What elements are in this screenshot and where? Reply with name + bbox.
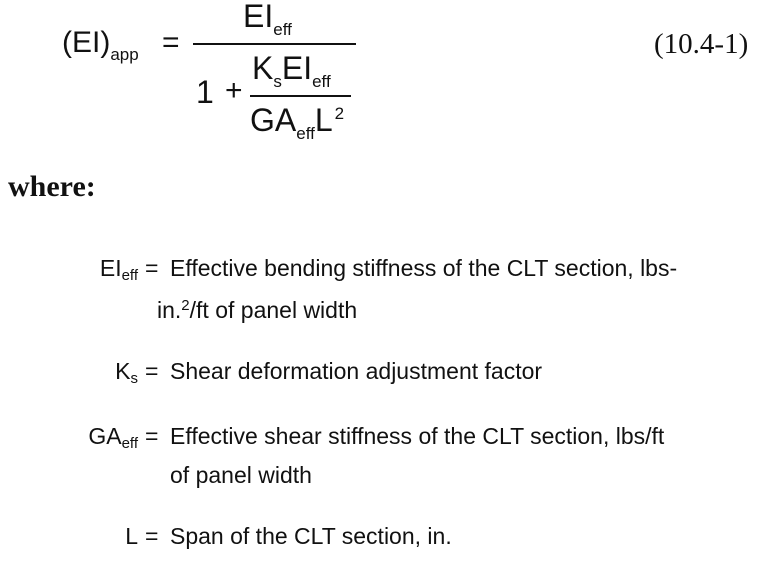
inner-k-subscript: s [273,72,282,91]
symbol-subscript: eff [121,267,138,284]
definition-symbol: Ks [115,358,138,387]
continuation-superscript: 2 [181,297,190,314]
definition-equals: = [145,523,159,549]
definition-text: Span of the CLT section, in. [170,523,452,549]
definition-item: EIeff = Effective bending stiffness of t… [0,257,768,297]
symbol-main: K [115,358,131,384]
equation-lhs: (EI)app [62,26,139,64]
lhs-subscript: app [110,45,139,64]
definition-continuation: of panel width [170,462,312,488]
definition-symbol: EIeff [99,255,138,284]
symbol-subscript: s [130,370,139,387]
definition-equals: = [145,255,159,281]
definition-item: Ks = Shear deformation adjustment factor [0,360,768,400]
equals-sign: = [162,26,180,59]
continuation-text: in. [157,297,182,323]
plus-sign: + [225,74,243,107]
inner-l-superscript: 2 [334,104,345,123]
definition-symbol: L [125,525,138,548]
inner-l-symbol: L [314,102,333,138]
inner-ga-symbol: GA [250,102,297,138]
definition-item: L = Span of the CLT section, in. [0,525,768,565]
inner-fraction-bar [250,95,351,97]
inner-ei-symbol: EI [281,50,313,86]
fraction-numerator: EIeff [243,0,292,38]
definition-equals: = [145,423,159,449]
where-label: where: [8,170,96,203]
symbol-main: L [125,523,138,549]
definition-item: GAeff = Effective shear stiffness of the… [0,425,768,465]
equation-number: (10.4-1) [654,28,749,60]
definition-text: Effective shear stiffness of the CLT sec… [170,423,665,449]
symbol-main: EI [99,255,122,281]
continuation-text-end: /ft of panel width [189,297,358,323]
definition-continuation: in.2/ft of panel width [157,297,358,323]
symbol-subscript: eff [121,435,138,452]
main-fraction-bar [193,43,356,45]
symbol-main: GA [88,423,122,449]
inner-numerator: KsEIeff [252,50,331,90]
numerator-symbol: EI [243,0,274,34]
denominator-one: 1 [196,74,214,110]
definition-symbol: GAeff [88,423,138,452]
definition-equals: = [145,358,159,384]
definition-text: Shear deformation adjustment factor [170,358,543,384]
inner-ei-subscript: eff [312,72,331,91]
numerator-subscript: eff [273,20,292,39]
inner-k-symbol: K [252,50,274,86]
definition-text: Effective bending stiffness of the CLT s… [170,255,678,281]
lhs-symbol: (EI) [62,26,111,59]
inner-ga-subscript: eff [296,124,315,143]
